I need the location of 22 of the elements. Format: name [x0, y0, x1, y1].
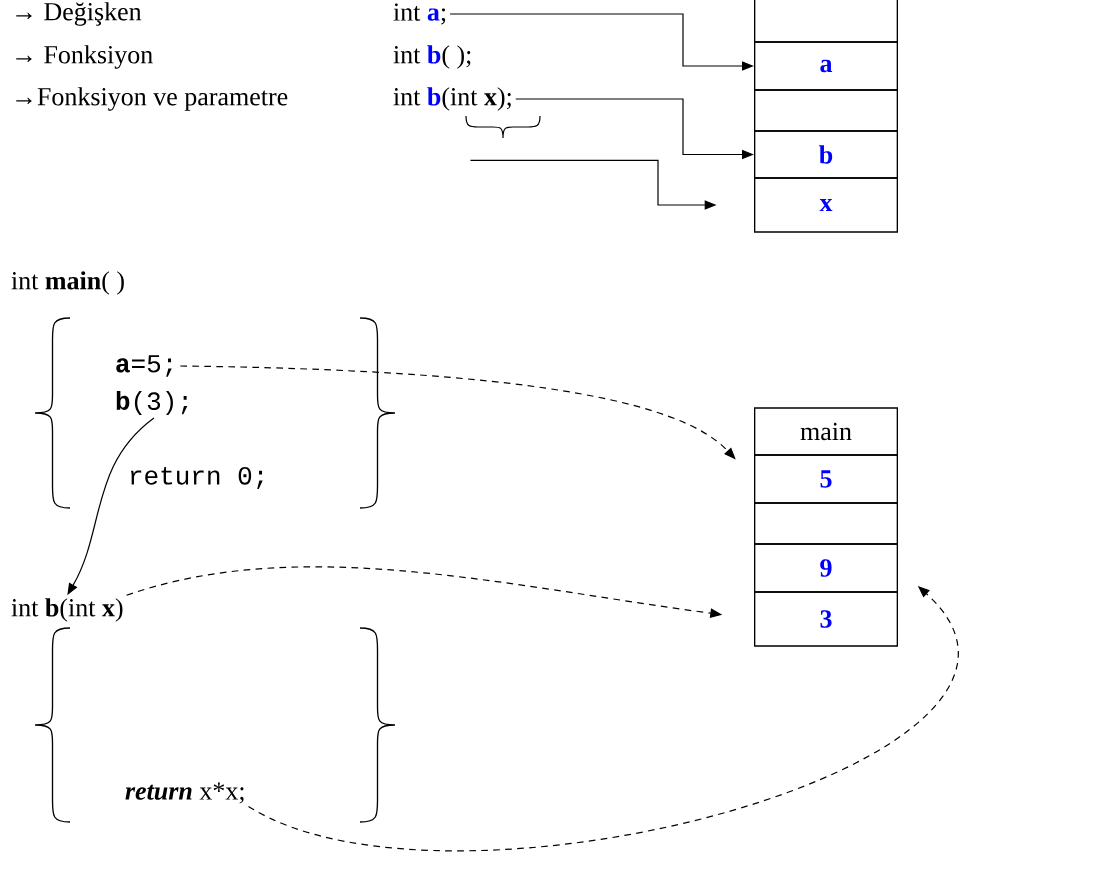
declaration-text: int a; — [393, 3, 446, 25]
code-line: return 0; — [131, 467, 263, 489]
memory-cell — [754, 89, 898, 132]
code-line: a=5; — [116, 355, 172, 377]
function-signature: int b(int x) — [11, 598, 123, 622]
list-item: → Değişken — [16, 2, 142, 26]
memory-cell: 5 — [754, 454, 898, 504]
memory-cell: 3 — [754, 591, 898, 647]
memory-cell: b — [754, 130, 898, 179]
memory-cell — [754, 502, 898, 545]
memory-cell: main — [754, 407, 898, 456]
declaration-text: int b(int x); — [393, 87, 511, 111]
memory-cell — [754, 0, 898, 43]
function-signature: int main( ) — [11, 271, 124, 295]
memory-cell: 9 — [754, 543, 898, 593]
memory-cell: a — [754, 41, 898, 91]
list-item: → Fonksiyon — [16, 45, 153, 69]
declaration-text: int b( ); — [393, 45, 471, 69]
code-line: return x*x; — [125, 782, 244, 804]
list-item: →Fonksiyon ve parametre — [16, 87, 288, 111]
memory-cell: x — [754, 177, 898, 233]
code-line: b(3); — [116, 390, 188, 416]
